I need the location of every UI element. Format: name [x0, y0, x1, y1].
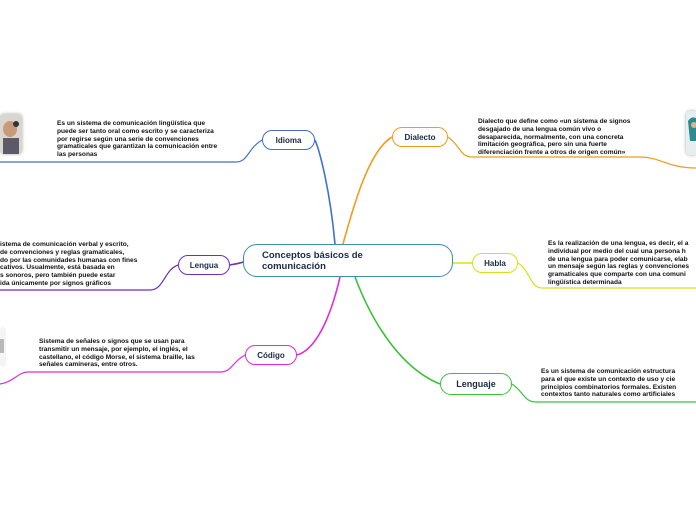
image-codigo-photo	[0, 327, 6, 367]
central-topic[interactable]: Conceptos básicos de comunicación	[243, 244, 453, 277]
desc-habla: Es la realización de una lengua, es deci…	[548, 240, 696, 288]
topic-idioma-label: Idioma	[276, 136, 302, 145]
connector-lengua	[230, 262, 243, 265]
topic-dialecto-label: Dialecto	[404, 133, 435, 142]
central-title: Conceptos básicos de comunicación	[262, 250, 363, 272]
desc-lengua: istema de comunicación verbal y escrito,…	[0, 241, 148, 289]
desc-dialecto: Dialecto que define como «un sistema de …	[478, 118, 648, 158]
topic-lenguaje[interactable]: Lenguaje	[440, 373, 512, 395]
topic-habla-label: Habla	[484, 259, 506, 268]
topic-idioma[interactable]: Idioma	[262, 130, 315, 150]
topic-codigo[interactable]: Código	[245, 345, 297, 365]
topic-lengua[interactable]: Lengua	[178, 255, 230, 275]
topic-lenguaje-label: Lenguaje	[456, 379, 496, 389]
desc-idioma: Es un sistema de comunicación lingüístic…	[57, 120, 237, 160]
topic-lengua-label: Lengua	[190, 261, 218, 270]
desc-codigo: Sistema de señales o signos que se usan …	[39, 338, 219, 372]
desc-lenguaje: Es un sistema de comunicación estructura…	[541, 368, 696, 400]
image-dialecto-photo	[686, 111, 696, 155]
connector-dialecto	[343, 137, 392, 244]
image-idioma-photo	[0, 114, 22, 154]
connector-codigo	[297, 277, 340, 355]
topic-dialecto[interactable]: Dialecto	[392, 127, 448, 147]
topic-codigo-label: Código	[257, 351, 285, 360]
connector-idioma	[315, 140, 335, 244]
topic-habla[interactable]: Habla	[472, 253, 518, 273]
connector-lenguaje	[355, 277, 440, 384]
